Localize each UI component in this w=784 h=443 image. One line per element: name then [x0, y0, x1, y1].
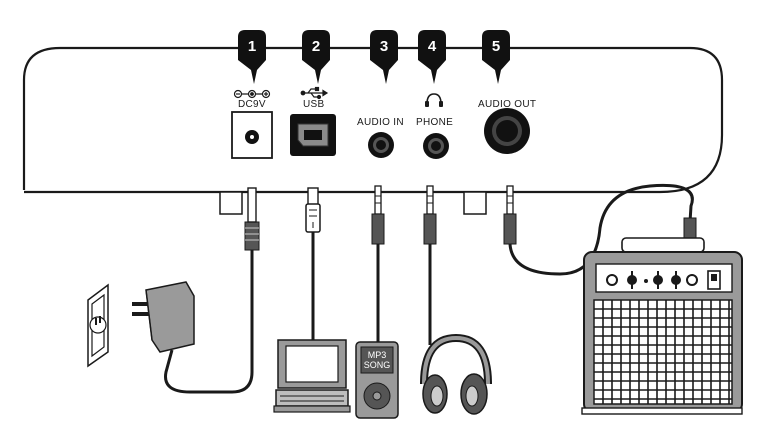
audio-out-jack — [484, 108, 530, 154]
wall-outlet — [87, 283, 109, 368]
audio-out-plug — [503, 185, 517, 245]
phone-jack — [423, 133, 449, 159]
port-number-4: 4 — [427, 38, 437, 55]
badge-3 — [370, 30, 398, 84]
power-cable — [164, 248, 254, 394]
usb-icon — [300, 86, 329, 100]
headphones — [420, 333, 492, 415]
instrument-back-panel — [22, 46, 724, 194]
mp3-screen-line1: MP3 — [367, 350, 387, 360]
laptop — [273, 339, 351, 413]
port-number-5: 5 — [491, 38, 501, 55]
port-number-2: 2 — [311, 38, 321, 55]
power-adapter — [132, 281, 195, 353]
badge-5 — [482, 30, 510, 84]
guitar-amplifier — [581, 237, 743, 415]
audio-in-plug — [371, 185, 385, 245]
dc-jack — [231, 111, 273, 159]
port-label-dc9v: DC9V — [238, 99, 266, 110]
dc-polarity-icon — [233, 89, 271, 99]
usb-port — [290, 114, 336, 156]
audio-out-cable — [508, 183, 694, 276]
audio-in-jack — [368, 132, 394, 158]
port-label-phone: PHONE — [416, 117, 454, 128]
badge-1 — [238, 30, 266, 84]
mp3-screen-line2: SONG — [363, 360, 391, 370]
port-label-audio-in: AUDIO IN — [357, 117, 404, 128]
phone-plug — [423, 185, 437, 245]
panel-foot-left — [219, 191, 243, 215]
port-number-1: 1 — [247, 38, 257, 55]
port-label-usb: USB — [303, 99, 325, 110]
mp3-player — [355, 341, 399, 419]
headphone-icon — [425, 93, 443, 107]
badge-2 — [302, 30, 330, 84]
dc-plug — [244, 187, 260, 251]
usb-plug — [305, 187, 321, 233]
port-label-audio-out: AUDIO OUT — [478, 99, 537, 110]
badge-4 — [418, 30, 446, 84]
port-number-3: 3 — [379, 38, 389, 55]
panel-foot-right — [463, 191, 487, 215]
